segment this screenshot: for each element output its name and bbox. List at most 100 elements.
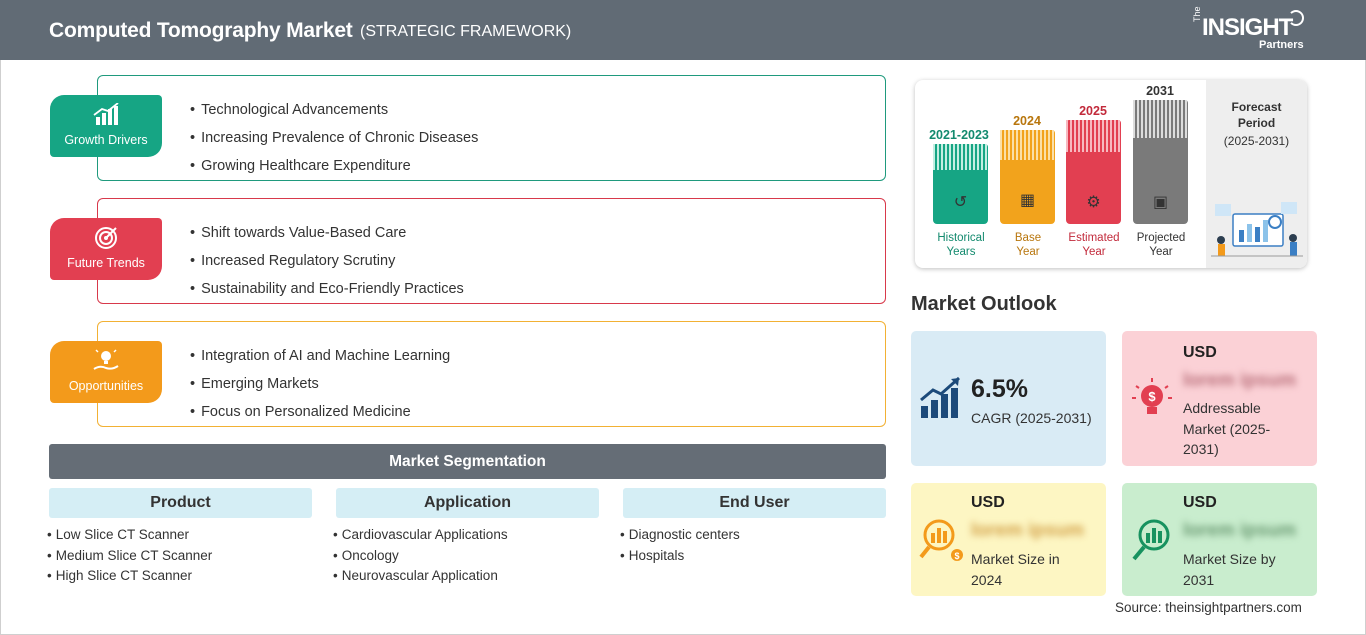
desc-line: Market Size by bbox=[1183, 551, 1276, 567]
caption-line: Projected bbox=[1136, 232, 1186, 244]
presentation-icon: ▣ bbox=[1152, 194, 1169, 211]
market-size-2031-tile: USD lorem ipsum Market Size by 2031 bbox=[1122, 483, 1317, 596]
magnifier-chart-icon bbox=[1132, 519, 1170, 561]
caption-line: Year bbox=[1149, 246, 1173, 258]
bar-stripes bbox=[933, 144, 988, 170]
base-year-caption: Base Year bbox=[993, 231, 1063, 259]
caption-line: Base bbox=[1014, 232, 1042, 244]
segment-heading: End User bbox=[623, 488, 886, 518]
growth-bars-icon bbox=[920, 376, 960, 418]
projected-year-bar: ▣ bbox=[1133, 100, 1188, 224]
caption-line: Estimated bbox=[1068, 232, 1120, 244]
list-item: Sustainability and Eco-Friendly Practice… bbox=[190, 275, 464, 303]
source-credit: Source: theinsightpartners.com bbox=[1115, 600, 1302, 615]
cagr-label: CAGR (2025-2031) bbox=[971, 410, 1092, 426]
future-trends-label: Future Trends bbox=[67, 256, 145, 270]
logo-arc-icon bbox=[1288, 10, 1304, 26]
forecast-line3: (2025-2031) bbox=[1223, 134, 1290, 148]
desc-line: 2024 bbox=[971, 571, 1003, 588]
growth-drivers-card: Technological Advancements Increasing Pr… bbox=[97, 75, 886, 181]
year-label: 2025 bbox=[1079, 104, 1107, 118]
analytics-illustration-icon bbox=[1211, 202, 1303, 257]
future-trends-card: Shift towards Value-Based Care Increased… bbox=[97, 198, 886, 304]
historical-years-caption: Historical Years bbox=[926, 231, 996, 259]
list-item: Diagnostic centers bbox=[620, 525, 886, 546]
list-item: Increased Regulatory Scrutiny bbox=[190, 247, 464, 275]
market-size-2024-desc: Market Size in 2024 bbox=[971, 549, 1060, 590]
desc-line: Market Size in bbox=[971, 551, 1060, 567]
opportunities-card: Integration of AI and Machine Learning E… bbox=[97, 321, 886, 427]
list-item: Increasing Prevalence of Chronic Disease… bbox=[190, 124, 478, 152]
list-item: Focus on Personalized Medicine bbox=[190, 398, 450, 426]
estimate-icon: ⚙ bbox=[1086, 194, 1101, 211]
header-bar: Computed Tomography Market (STRATEGIC FR… bbox=[0, 0, 1366, 60]
market-outlook-title: Market Outlook bbox=[911, 293, 1057, 315]
list-item: Growing Healthcare Expenditure bbox=[190, 152, 478, 180]
calendar-icon: ▦ bbox=[1019, 192, 1036, 209]
cagr-tile: 6.5% CAGR (2025-2031) bbox=[911, 331, 1106, 466]
currency-label: USD bbox=[971, 494, 1005, 511]
list-item: Shift towards Value-Based Care bbox=[190, 219, 464, 247]
desc-line: 2031 bbox=[1183, 571, 1215, 588]
estimated-year-bar: ⚙ bbox=[1066, 120, 1121, 224]
addressable-market-tile: $ USD lorem ipsum Addressable Market (20… bbox=[1122, 331, 1317, 466]
idea-hand-icon bbox=[93, 349, 119, 370]
blurred-value: lorem ipsum bbox=[1183, 520, 1296, 541]
bar-stripes bbox=[1000, 130, 1055, 160]
future-trends-list: Shift towards Value-Based Care Increased… bbox=[190, 219, 464, 303]
page-title: Computed Tomography Market bbox=[49, 19, 353, 42]
logo-the: The bbox=[1192, 6, 1202, 22]
list-item: High Slice CT Scanner bbox=[47, 566, 312, 587]
segment-product: Product Low Slice CT Scanner Medium Slic… bbox=[49, 488, 312, 587]
segment-heading: Product bbox=[49, 488, 312, 518]
growth-drivers-list: Technological Advancements Increasing Pr… bbox=[190, 96, 478, 180]
growth-drivers-label: Growth Drivers bbox=[64, 133, 148, 147]
caption-line: Year bbox=[1082, 246, 1106, 258]
forecast-line2: Period bbox=[1237, 116, 1276, 130]
year-label: 2024 bbox=[1013, 114, 1041, 128]
base-year-bar: ▦ bbox=[1000, 130, 1055, 224]
caption-line: Historical bbox=[937, 232, 985, 244]
forecast-label: Forecast Period (2025-2031) bbox=[1206, 99, 1307, 149]
opportunities-list: Integration of AI and Machine Learning E… bbox=[190, 342, 450, 426]
bar-stripes bbox=[1133, 100, 1188, 138]
list-item: Neurovascular Application bbox=[333, 566, 599, 587]
list-item: Oncology bbox=[333, 546, 599, 567]
list-item: Medium Slice CT Scanner bbox=[47, 546, 312, 567]
logo-insight: INSIGHT bbox=[1202, 14, 1293, 41]
target-icon bbox=[95, 227, 117, 249]
market-segmentation-header: Market Segmentation bbox=[49, 444, 886, 479]
list-item: Emerging Markets bbox=[190, 370, 450, 398]
currency-label: USD bbox=[1183, 494, 1217, 511]
insight-partners-logo[interactable]: The INSIGHT Partners bbox=[1192, 6, 1312, 54]
segment-end-user: End User Diagnostic centers Hospitals bbox=[623, 488, 886, 566]
historical-years-bar: ↺ bbox=[933, 144, 988, 224]
bar-stripes bbox=[1066, 120, 1121, 152]
projected-year-caption: Projected Year bbox=[1126, 231, 1196, 259]
blurred-value: lorem ipsum bbox=[1183, 370, 1296, 391]
cagr-value: 6.5% bbox=[971, 375, 1028, 403]
desc-line: Addressable bbox=[1183, 400, 1261, 416]
opportunities-badge: Opportunities bbox=[50, 341, 162, 403]
lightbulb-dollar-icon: $ bbox=[1132, 378, 1172, 414]
svg-text:$: $ bbox=[954, 551, 959, 561]
segment-application: Application Cardiovascular Applications … bbox=[336, 488, 599, 587]
forecast-line1: Forecast bbox=[1231, 100, 1282, 114]
growth-drivers-badge: Growth Drivers bbox=[50, 95, 162, 157]
estimated-year-caption: Estimated Year bbox=[1059, 231, 1129, 259]
desc-line: Market (2025- bbox=[1183, 420, 1271, 437]
magnifier-chart-icon: $ bbox=[919, 519, 963, 561]
svg-text:$: $ bbox=[1148, 389, 1156, 404]
market-size-2024-tile: $ USD lorem ipsum Market Size in 2024 bbox=[911, 483, 1106, 596]
segment-heading: Application bbox=[336, 488, 599, 518]
currency-label: USD bbox=[1183, 344, 1217, 361]
timeline-panel: Forecast Period (2025-2031) 2021-2023 ↺ … bbox=[915, 80, 1307, 268]
opportunities-label: Opportunities bbox=[68, 379, 144, 393]
growth-chart-icon bbox=[93, 103, 119, 125]
history-icon: ↺ bbox=[953, 194, 968, 211]
year-label: 2031 bbox=[1146, 84, 1174, 98]
market-size-2031-desc: Market Size by 2031 bbox=[1183, 549, 1276, 590]
desc-line: 2031) bbox=[1183, 441, 1219, 457]
list-item: Cardiovascular Applications bbox=[333, 525, 599, 546]
list-item: Low Slice CT Scanner bbox=[47, 525, 312, 546]
